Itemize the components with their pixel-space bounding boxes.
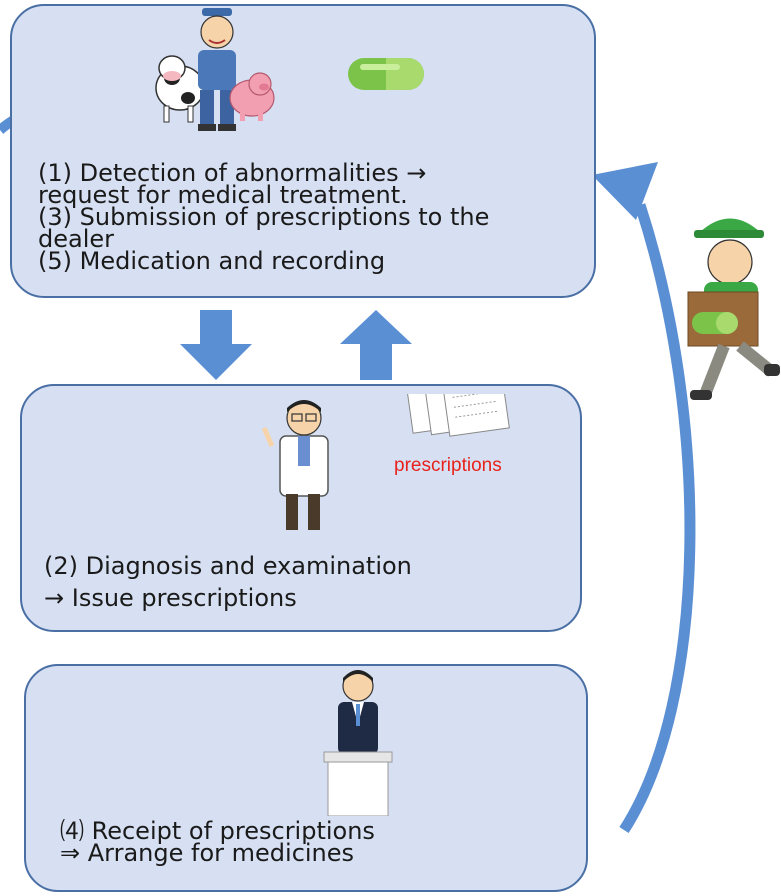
curved-arrow-head (592, 162, 658, 220)
dealer-step-line-1: ⑷ Receipt of prescriptions (60, 817, 375, 845)
vet-illustrations (261, 394, 510, 530)
prescription-papers-icon (401, 394, 510, 437)
farmer-step-line-5: (5) Medication and recording (38, 247, 386, 275)
cow-icon (155, 55, 205, 123)
vet-step-text: (2) Diagnosis and examination → Issue pr… (44, 550, 412, 614)
dealer-step-line-2: ⇒ Arrange for medicines (60, 839, 355, 867)
farmer-step-line-1: (1) Detection of abnormalities → (38, 159, 427, 187)
farmer-illustrations (155, 8, 424, 131)
prescriptions-label: prescriptions (394, 455, 502, 476)
dealer-clerk-icon (338, 670, 378, 754)
medicine-capsule-icon (348, 58, 424, 90)
vet-step-line-1: (2) Diagnosis and examination (44, 552, 412, 580)
dealer-step-box: ⑷ Receipt of prescriptions ⇒ Arrange for… (24, 664, 588, 892)
vet-step-box: (2) Diagnosis and examination → Issue pr… (20, 384, 582, 632)
farmer-step-text: (1) Detection of abnormalities → request… (38, 159, 490, 275)
curved-return-arrow (619, 203, 696, 833)
doctor-icon (261, 400, 329, 530)
vet-step-line-2: → Issue prescriptions (44, 584, 297, 612)
farmer-step-line-3: (3) Submission of prescriptions to the (38, 203, 490, 231)
farmer-step-box: (1) Detection of abnormalities → request… (10, 4, 596, 298)
dealer-illustrations (323, 670, 393, 816)
pig-icon (229, 72, 275, 121)
farmer-step-line-4: dealer (38, 225, 115, 253)
farmer-icon (198, 8, 236, 131)
farmer-step-line-2: request for medical treatment. (38, 181, 408, 209)
dealer-step-text: ⑷ Receipt of prescriptions ⇒ Arrange for… (60, 817, 375, 867)
podium-icon (323, 751, 393, 816)
